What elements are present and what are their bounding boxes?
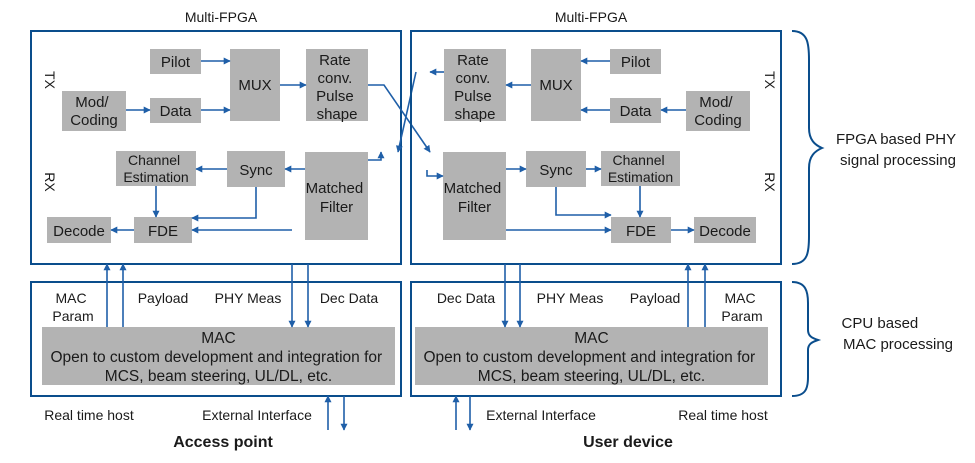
ap-mac-desc: Open to custom development and integrati… xyxy=(50,349,386,385)
ap-data-label: Data xyxy=(160,103,192,120)
ap-pilot-block xyxy=(150,49,201,74)
ud-rx-label: RX xyxy=(762,172,778,192)
ud-fde-block xyxy=(611,217,671,243)
ap-host-label: Real time host xyxy=(44,407,134,423)
ud-phy-meas-label: PHY Meas xyxy=(537,290,604,306)
ap-decode-label: Decode xyxy=(53,223,105,240)
ap-payload-label: Payload xyxy=(138,290,189,306)
ud-decode-block xyxy=(694,217,756,243)
ud-pilot-block xyxy=(610,49,661,74)
ap-fde-block xyxy=(134,217,192,243)
ud-fde-label: FDE xyxy=(626,223,656,240)
ap-mac-param-label: MAC Param xyxy=(52,290,93,324)
ap-mod-coding-label: Mod/ Coding xyxy=(70,94,118,129)
ud-rate-conv-label: Rate conv. Pulse shape xyxy=(454,52,496,123)
ud-data-label: Data xyxy=(620,103,652,120)
ap-sync-label: Sync xyxy=(239,162,273,179)
ap-sync-block xyxy=(227,151,285,187)
ud-wire-sync-fde xyxy=(555,187,612,219)
ud-wire-rx-in xyxy=(426,170,444,180)
ud-mux-label: MUX xyxy=(539,77,572,94)
ud-mux-block xyxy=(531,49,581,121)
ud-pilot-label: Pilot xyxy=(621,54,651,71)
ap-mod-coding-block xyxy=(62,91,126,131)
ap-phy-meas-label: PHY Meas xyxy=(215,290,282,306)
ap-fde-label: FDE xyxy=(148,223,178,240)
ap-fpga-title: Multi-FPGA xyxy=(185,9,258,25)
ap-decode-block xyxy=(47,217,111,243)
ap-matched-filter-label: Matched Filter xyxy=(306,180,368,216)
ud-mac-desc: Open to custom development and integrati… xyxy=(423,349,759,385)
ud-sync-label: Sync xyxy=(539,162,573,179)
ap-wire-sync-fde xyxy=(191,187,257,222)
access-point: Multi-FPGA TX RX Pilot MUX Rate conv. Pu… xyxy=(30,9,431,451)
ap-rate-conv-block xyxy=(306,49,368,121)
ud-external-label: External Interface xyxy=(486,407,596,423)
ud-data-block xyxy=(610,98,661,123)
ap-mux-label: MUX xyxy=(238,77,271,94)
ud-channel-estimation-block xyxy=(601,151,680,186)
ap-matched-filter-block xyxy=(305,152,368,240)
ap-external-label: External Interface xyxy=(202,407,312,423)
ap-tx-label: TX xyxy=(42,71,58,90)
mac-caption: CPU based MAC processing xyxy=(842,315,953,353)
ud-sync-block xyxy=(526,151,586,187)
ud-matched-filter-block xyxy=(443,152,506,240)
ap-wire-rx-in xyxy=(395,71,417,153)
ud-payload-label: Payload xyxy=(630,290,681,306)
ud-decode-label: Decode xyxy=(699,223,751,240)
ud-channel-estimation-label: Channel Estimation xyxy=(608,152,673,185)
ud-rate-conv-block xyxy=(444,49,506,121)
ud-tx-label: TX xyxy=(762,71,778,90)
ud-dec-data-label: Dec Data xyxy=(437,290,496,306)
phy-brace xyxy=(791,30,825,265)
ap-data-block xyxy=(150,98,201,123)
ap-mac-frame xyxy=(30,281,402,397)
ap-mac-block xyxy=(42,327,395,385)
ap-mux-block xyxy=(230,49,280,121)
ud-fpga-frame xyxy=(410,30,782,265)
ap-dec-data-label: Dec Data xyxy=(320,290,379,306)
ud-matched-filter-label: Matched Filter xyxy=(444,180,506,216)
ud-device-name: User device xyxy=(583,434,673,451)
ap-pilot-label: Pilot xyxy=(161,54,191,71)
ap-device-name: Access point xyxy=(173,434,273,451)
ud-mod-coding-block xyxy=(686,91,750,131)
ud-mod-coding-label: Mod/ Coding xyxy=(694,94,742,129)
ap-rate-conv-label: Rate conv. Pulse shape xyxy=(316,52,358,123)
ud-mac-title: MAC xyxy=(574,330,608,347)
ap-channel-estimation-label: Channel Estimation xyxy=(123,152,188,185)
mac-brace xyxy=(791,281,822,397)
ud-fpga-title: Multi-FPGA xyxy=(555,9,628,25)
user-device: Multi-FPGA TX RX Rate conv. Pulse shape … xyxy=(410,9,782,451)
ap-channel-estimation-block xyxy=(116,151,196,186)
ap-mac-title: MAC xyxy=(201,330,235,347)
ud-host-label: Real time host xyxy=(678,407,768,423)
ud-mac-frame xyxy=(410,281,782,397)
ap-wire-tx-out xyxy=(368,84,431,153)
ud-mac-param-label: MAC Param xyxy=(721,290,762,324)
phy-caption: FPGA based PHY signal processing xyxy=(836,131,960,169)
ap-rx-label: RX xyxy=(42,172,58,192)
ap-wire-rx-stub xyxy=(368,151,385,161)
ud-mac-block xyxy=(415,327,768,385)
